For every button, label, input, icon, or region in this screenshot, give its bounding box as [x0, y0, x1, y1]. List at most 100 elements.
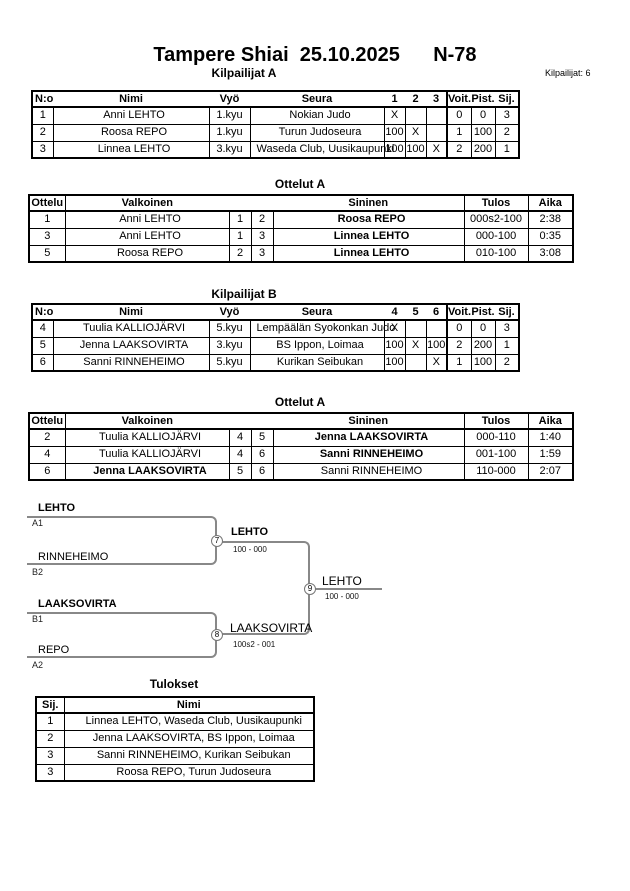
col-white-no — [229, 413, 251, 430]
blue-no: 5 — [250, 428, 274, 447]
pool-b-title: Kilpailijat B — [211, 287, 277, 301]
match-result: 110-000 — [463, 462, 529, 481]
competitor-belt: 1.kyu — [208, 123, 251, 142]
result-name: Roosa REPO, Turun Judoseura — [63, 763, 315, 782]
pool-b-table: N:o Nimi Vyö Seura 4 5 6 Voit. Pist. Sij… — [31, 303, 520, 372]
match-no: 6 — [28, 462, 66, 481]
match-time: 3:08 — [527, 244, 574, 263]
table-row: 4 Tuulia KALLIOJÄRVI 5.kyu Lempäälän Syo… — [31, 319, 520, 338]
results-title: Tulokset — [149, 677, 199, 691]
col-place: Sij. — [495, 304, 519, 321]
bracket-winner-name: LAAKSOVIRTA — [230, 621, 313, 635]
match-no: 1 — [28, 210, 66, 229]
matches-a-title: Ottelut A — [274, 177, 326, 191]
table-row: 2 Roosa REPO 1.kyu Turun Judoseura 100 X… — [31, 123, 520, 142]
col-points: Pist. — [471, 304, 495, 321]
col-m3: 6 — [426, 304, 447, 321]
competitor-name: Anni LEHTO — [52, 106, 210, 125]
competitor-name: Tuulia KALLIOJÄRVI — [52, 319, 210, 338]
mark-m1: 100 — [383, 123, 406, 142]
white-no: 4 — [228, 445, 252, 464]
col-blue-no — [251, 195, 273, 212]
mark-m3 — [425, 319, 448, 338]
place: 1 — [494, 140, 520, 159]
competitor-belt: 5.kyu — [208, 319, 251, 338]
match-result: 000-110 — [463, 428, 529, 447]
bracket-match-score: 100s2 - 001 — [233, 640, 276, 649]
match-time: 2:07 — [527, 462, 574, 481]
matches-b-table: Ottelu Valkoinen Sininen Tulos Aika 2 Tu… — [28, 412, 574, 481]
match-no: 2 — [28, 428, 66, 447]
white-name: Tuulia KALLIOJÄRVI — [64, 428, 230, 447]
competitor-name: Sanni RINNEHEIMO — [52, 353, 210, 372]
white-no: 4 — [228, 428, 252, 447]
competitor-no: 6 — [31, 353, 54, 372]
match-number-badge: 9 — [304, 583, 316, 595]
col-m2: 5 — [405, 304, 426, 321]
competitor-club: Nokian Judo — [289, 109, 351, 122]
col-belt: Vyö — [209, 91, 250, 108]
col-blue: Sininen — [273, 413, 464, 430]
match-number-badge: 8 — [211, 629, 223, 641]
white-name: Roosa REPO — [64, 244, 230, 263]
place: 2 — [494, 123, 520, 142]
white-name: Anni LEHTO — [64, 210, 230, 229]
competitor-count: Kilpailijat: 6 — [545, 68, 591, 78]
points: 0 — [470, 319, 496, 338]
white-name: Anni LEHTO — [64, 227, 230, 246]
points: 0 — [470, 106, 496, 125]
match-time: 1:40 — [527, 428, 574, 447]
competitor-club: Kurikan Seibukan — [276, 355, 364, 368]
bracket-match-score: 100 - 000 — [325, 592, 359, 601]
mark-m1: 100 — [383, 336, 406, 355]
bracket-connector-bottom — [217, 589, 310, 635]
col-club: Seura — [250, 304, 384, 321]
points: 100 — [470, 353, 496, 372]
table-row: 4 Tuulia KALLIOJÄRVI 4 6 Sanni RINNEHEIM… — [28, 445, 574, 464]
result-place: 3 — [35, 763, 65, 782]
white-no: 1 — [228, 227, 252, 246]
table-row: 5 Jenna LAAKSOVIRTA 3.kyu BS Ippon, Loim… — [31, 336, 520, 355]
result-name: Sanni RINNEHEIMO, Kurikan Seibukan — [63, 746, 315, 765]
table-row: 1 Anni LEHTO 1.kyu Nokian Judo X 0 0 3 — [31, 106, 520, 125]
mark-m1: 100 — [383, 140, 406, 159]
matches-b-title: Ottelut A — [274, 395, 326, 409]
pool-b-header-row: N:o Nimi Vyö Seura 4 5 6 Voit. Pist. Sij… — [32, 304, 519, 321]
blue-name: Sanni RINNEHEIMO — [272, 445, 465, 464]
result-name: Linnea LEHTO, Waseda Club, Uusikaupunki — [63, 712, 315, 731]
pool-a-title: Kilpailijat A — [211, 66, 277, 80]
wins: 1 — [446, 353, 472, 372]
match-time: 2:38 — [527, 210, 574, 229]
wins: 1 — [446, 123, 472, 142]
results-header-row: Sij. Nimi — [36, 697, 314, 714]
result-place: 2 — [35, 729, 65, 748]
mark-m3: X — [425, 353, 448, 372]
points: 100 — [470, 123, 496, 142]
competitor-belt: 3.kyu — [208, 140, 251, 159]
mark-m2 — [404, 353, 427, 372]
place: 3 — [494, 106, 520, 125]
bracket-final-line — [310, 588, 382, 590]
col-match: Ottelu — [29, 413, 66, 430]
mark-m2 — [404, 319, 427, 338]
wins: 0 — [446, 319, 472, 338]
col-blue-no — [251, 413, 273, 430]
white-name: Tuulia KALLIOJÄRVI — [64, 445, 230, 464]
competitor-no: 1 — [31, 106, 54, 125]
col-m1: 4 — [384, 304, 405, 321]
col-place: Sij. — [36, 697, 65, 714]
competitor-no: 3 — [31, 140, 54, 159]
col-time: Aika — [527, 195, 573, 212]
wins: 2 — [446, 336, 472, 355]
mark-m3: 100 — [425, 336, 448, 355]
match-result: 000-100 — [463, 227, 529, 246]
table-row: 3 Roosa REPO, Turun Judoseura — [35, 763, 315, 782]
wins: 0 — [446, 106, 472, 125]
table-row: 1 Anni LEHTO 1 2 Roosa REPO 000s2-100 2:… — [28, 210, 574, 229]
competitor-no: 2 — [31, 123, 54, 142]
blue-no: 3 — [250, 244, 274, 263]
table-row: 3 Linnea LEHTO 3.kyu Waseda Club, Uusika… — [31, 140, 520, 159]
bracket-winner-name: LEHTO — [322, 574, 362, 588]
matches-a-table: Ottelu Valkoinen Sininen Tulos Aika 1 An… — [28, 194, 574, 263]
competitor-no: 4 — [31, 319, 54, 338]
